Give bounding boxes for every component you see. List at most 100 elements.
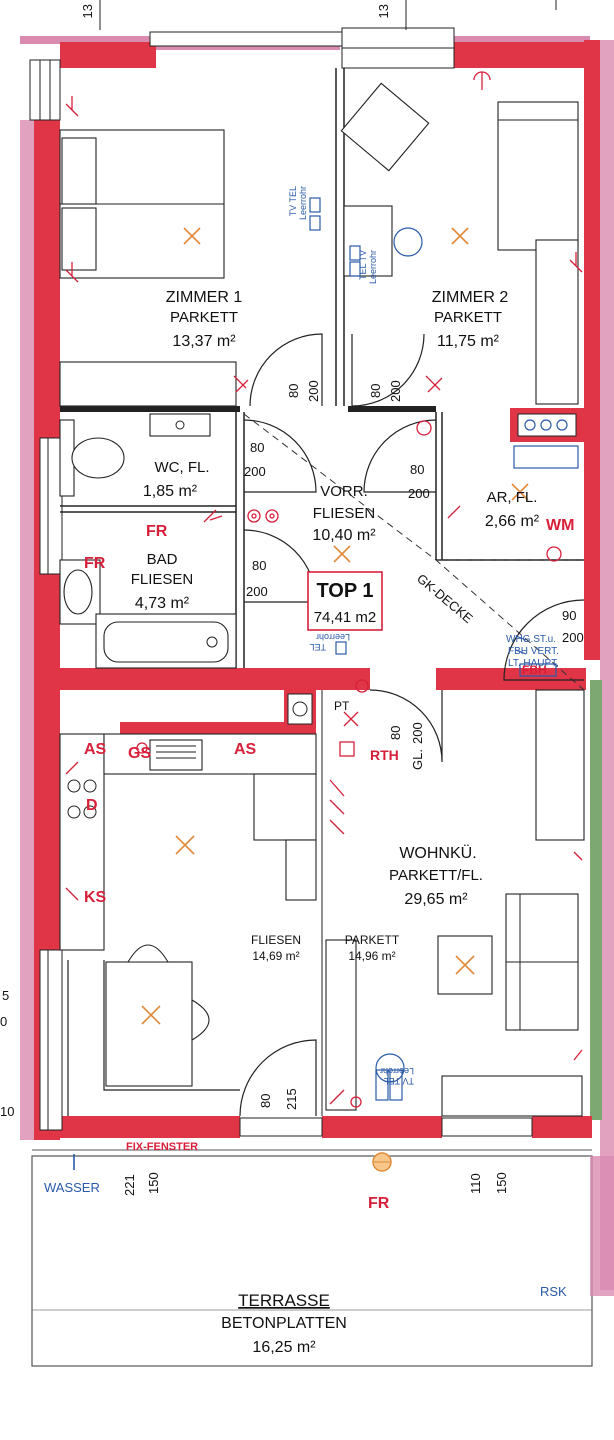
room-ar-area: 2,66 m²: [485, 513, 540, 530]
tv-board: [325, 939, 357, 1111]
dim-bad-door-h: 200: [246, 584, 268, 599]
chair-right: [191, 999, 210, 1041]
bench: [103, 960, 240, 1091]
light-vorr: [333, 545, 351, 563]
light-kitchen: [175, 835, 195, 855]
wardrobe-zimmer1: [59, 361, 237, 407]
label-ks: KS: [84, 889, 107, 906]
label-as-right: AS: [234, 741, 257, 758]
door-zimmer2: [351, 333, 425, 407]
room-terrasse-floor: BETONPLATTEN: [221, 1315, 347, 1332]
light-living: [455, 955, 475, 975]
note-tv-tel-wohn: TV TEL: [384, 1076, 414, 1086]
note-whg-3: LT. HAUPT.: [508, 658, 559, 669]
room-vorr-name: VORR.: [320, 483, 368, 500]
room-wohn-area: 29,65 m²: [404, 891, 468, 908]
dim-terr-door-w: 80: [258, 1094, 273, 1108]
room-bad-floor: FLIESEN: [131, 571, 194, 588]
label-d: D: [86, 797, 98, 814]
dim-sill-left-a: 221: [122, 1174, 137, 1196]
bathtub-inner: [103, 621, 229, 663]
note-rsk: RSK: [540, 1284, 567, 1299]
label-fr-terrace: FR: [368, 1195, 390, 1212]
room-wc-name: WC, FL.: [155, 459, 210, 476]
light-zimmer1: [183, 227, 201, 245]
dim-ar-door-h: 200: [408, 486, 430, 501]
room-ar-name: AR, FL.: [487, 489, 538, 506]
dim-z2-door-h: 200: [388, 380, 403, 402]
dim-ar-door-w: 80: [410, 462, 424, 477]
room-zimmer2-floor: PARKETT: [434, 309, 502, 326]
bad-basin-bowl: [63, 569, 93, 615]
note-leerrohr-vorr: Leerrohr: [316, 632, 350, 642]
label-fr-bad-side: FR: [84, 555, 106, 572]
wc-basin: [149, 413, 211, 437]
room-labels: ZIMMER 1 PARKETT 13,37 m² ZIMMER 2 PARKE…: [131, 289, 540, 1356]
note-tv-tel-top: TV TEL: [288, 186, 298, 216]
toilet-bowl: [71, 437, 125, 479]
light-dining: [141, 1005, 161, 1025]
dim-edge-0: 0: [0, 1014, 7, 1029]
furniture: [59, 82, 585, 1117]
dim-edge-10: 10: [0, 1104, 14, 1119]
light-zimmer2: [451, 227, 469, 245]
room-vorr-floor: FLIESEN: [313, 505, 376, 522]
note-fix-fenster: FIX-FENSTER: [126, 1141, 198, 1153]
room-terrasse-area: 16,25 m²: [252, 1339, 316, 1356]
kitchen-bar: [253, 773, 317, 841]
note-leerrohr-wohn: Leerrohr: [380, 1066, 414, 1076]
dim-z1-door-h: 200: [306, 380, 321, 402]
electrical-symbols: [65, 71, 583, 1108]
dim-top-left: 13: [80, 4, 95, 18]
unit-label-box: TOP 1 74,41 m2: [307, 571, 383, 631]
note-whg-1: WHG.ST.u.: [506, 634, 556, 645]
dim-z2-door-w: 80: [368, 384, 383, 398]
kitchen-counter-top: [103, 733, 317, 775]
label-wm: WM: [546, 517, 574, 534]
dim-bad-door-w: 80: [252, 558, 266, 573]
kitchen-end: [285, 839, 317, 901]
note-tel-vorr: TEL: [309, 642, 326, 652]
dim-sill-right-a: 110: [468, 1173, 483, 1194]
room-wohn-floor: PARKETT/FL.: [389, 867, 483, 884]
dim-gl: GL.: [410, 749, 425, 770]
dim-z1-door-w: 80: [286, 384, 301, 398]
label-pt: PT: [334, 699, 350, 713]
dim-edge-5: 5: [2, 988, 9, 1003]
room-bad-name: BAD: [147, 551, 178, 568]
bed-zimmer2: [497, 101, 579, 251]
dim-top-right: 13: [376, 4, 391, 18]
room-terrasse-name: TERRASSE: [238, 1291, 330, 1310]
room-bad-area: 4,73 m²: [135, 595, 190, 612]
desk-zimmer2: [343, 205, 393, 277]
dim-entry-w: 90: [562, 608, 576, 623]
outer-walls: [20, 27, 614, 1290]
room-zimmer2-name: ZIMMER 2: [432, 289, 509, 306]
door-wc: [243, 419, 317, 493]
note-gk-decke: GK-DECKE: [414, 571, 476, 626]
chair-top: [127, 944, 169, 963]
note-wasser: WASSER: [44, 1180, 100, 1195]
doors: [239, 333, 585, 1117]
unit-area: 74,41 m2: [314, 609, 377, 626]
symbol-labels: FR FR AS GS AS D KS RTH WM FBH PT FR: [84, 517, 574, 1212]
room-zimmer2-area: 11,75 m²: [437, 333, 500, 350]
label-fbh: FBH: [522, 663, 547, 677]
living-cabinet: [535, 689, 585, 841]
kitchen-sink: [149, 739, 203, 771]
label-fr-bad: FR: [146, 523, 168, 540]
dim-wohn-door-h: 200: [410, 722, 425, 744]
door-ar: [363, 419, 437, 493]
dim-sill-left-b: 150: [146, 1172, 161, 1194]
hob-icon: [67, 779, 97, 819]
note-leerrohr-top: Leerrohr: [298, 186, 308, 220]
fuse-box-icon: [513, 419, 579, 469]
door-entry: [503, 599, 585, 681]
media-outlets: [309, 197, 557, 1101]
zone-fliesen-area: 14,69 m²: [252, 949, 299, 963]
label-rth: RTH: [370, 747, 399, 763]
dim-wc-door-w: 80: [250, 440, 264, 455]
label-as-left: AS: [84, 741, 107, 758]
dimensions: 13 13 80 200 80 200 80 200 80 200 80 200…: [0, 0, 584, 1196]
